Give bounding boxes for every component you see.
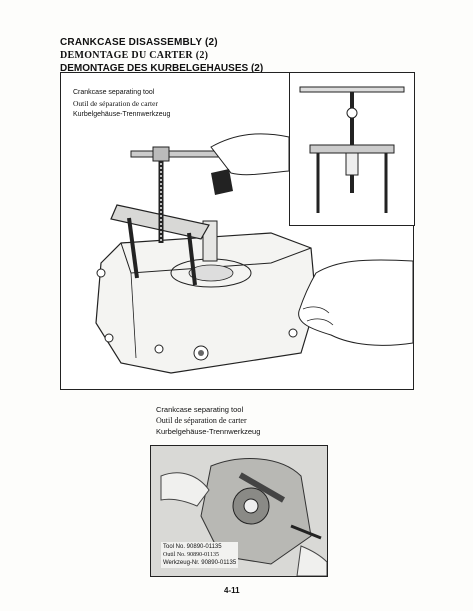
page-number: 4-11	[224, 586, 240, 595]
bottom-figure-caption: Crankcase separating tool Outil de sépar…	[156, 404, 260, 437]
bottom-caption-french: Outil de séparation de carter	[156, 416, 247, 425]
tool-inset	[289, 72, 415, 226]
heading-german: DEMONTAGE DES KURBELGEHAUSES (2)	[60, 63, 264, 74]
heading-english: CRANKCASE DISASSEMBLY (2)	[60, 37, 218, 48]
top-figure-label: Crankcase separating tool Outil de sépar…	[73, 87, 170, 120]
crankcase-photo: Tool No. 90890-01135 Outil No. 90890-011…	[150, 445, 328, 577]
top-label-french: Outil de séparation de carter	[73, 99, 158, 108]
tool-number-english: Tool No. 90890-01135	[163, 544, 222, 550]
crankcase-drawing	[95, 133, 413, 374]
bottom-caption-english: Crankcase separating tool	[156, 405, 244, 414]
bottom-caption-german: Kurbelgehäuse-Trennwerkzeug	[156, 427, 261, 436]
crankcase-separation-illustration: Crankcase separating tool Outil de sépar…	[60, 72, 415, 390]
top-label-english: Crankcase separating tool	[73, 89, 155, 96]
tool-number-german: Werkzeug-Nr. 90890-01135	[163, 560, 237, 566]
photo-illustration	[151, 446, 327, 576]
tool-number-french: Outil No. 90890-01135	[163, 552, 219, 558]
top-label-german: Kurbelgehäuse-Trennwerkzeug	[73, 111, 171, 118]
heading-french: DEMONTAGE DU CARTER (2)	[60, 50, 209, 61]
separating-tool-drawing	[299, 86, 405, 213]
tool-number-labels: Tool No. 90890-01135 Outil No. 90890-011…	[161, 542, 239, 568]
page-headings: CRANKCASE DISASSEMBLY (2) DEMONTAGE DU C…	[60, 36, 263, 75]
